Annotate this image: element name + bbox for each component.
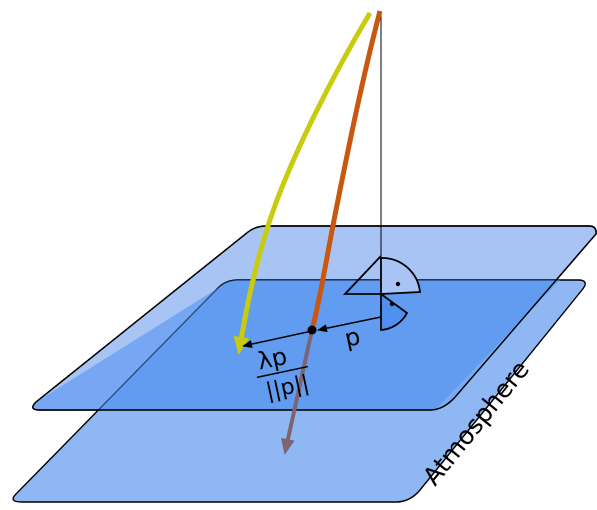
- label-lambda-numerator: λp: [255, 342, 290, 376]
- yellow-ray: [233, 11, 373, 355]
- right-angle-icon: [342, 255, 421, 331]
- orange-ray: [309, 10, 383, 331]
- label-p: p: [342, 322, 363, 353]
- refracted-ray: [281, 329, 314, 455]
- dot-icon: [307, 325, 317, 335]
- plane-overlap-region: [32, 280, 561, 410]
- atmosphere-plane-upper-outline: [32, 225, 597, 411]
- fraction-bar: [256, 365, 309, 379]
- vector-lambda-arrow: [242, 330, 313, 348]
- vector-p-arrow: [317, 316, 382, 333]
